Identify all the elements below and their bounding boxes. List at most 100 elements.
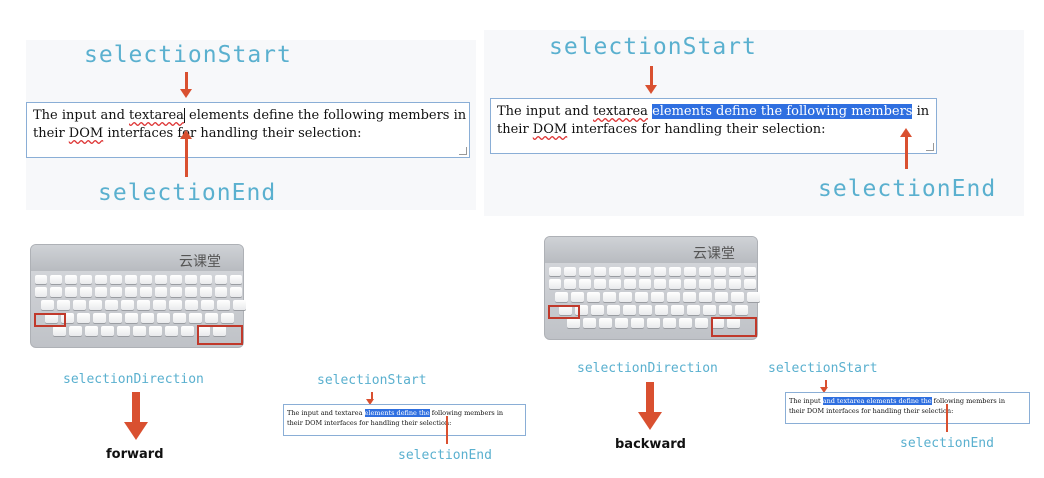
keyboard-key <box>35 287 47 297</box>
keyboard-key <box>41 300 54 310</box>
keyboard-key <box>579 267 591 276</box>
keyboard-key <box>639 279 651 289</box>
selection-end-small-label: selectionEnd <box>398 448 492 463</box>
keyboard-key <box>197 326 210 336</box>
shift-key-highlight-2 <box>548 305 580 319</box>
small-start-head-2 <box>820 387 828 393</box>
keyboard-key <box>607 305 620 315</box>
keyboard-key <box>109 313 122 323</box>
text-line2-after: interfaces for handling their selection: <box>103 126 362 141</box>
small-end-shaft-2 <box>946 404 948 432</box>
keyboard-key <box>189 313 202 323</box>
keyboard-key <box>624 279 636 289</box>
start-arrow-head <box>180 89 192 98</box>
keyboard-key <box>230 275 242 284</box>
direction-backward-value: backward <box>615 437 686 452</box>
fwd-line1-before: The input and <box>287 409 336 417</box>
keyboard-key <box>583 318 596 328</box>
keyboard-key <box>575 305 588 315</box>
text-word-dom-2: DOM <box>532 122 568 137</box>
keyboard-key <box>555 292 568 302</box>
keyboard-key <box>603 292 616 302</box>
keyboard-key <box>731 292 744 302</box>
keyboard-key <box>50 275 62 284</box>
keyboard-key <box>679 318 692 328</box>
textarea-range[interactable]: The input and textarea elements define t… <box>490 98 937 154</box>
keyboard-key <box>654 279 666 289</box>
bwd-after: following members in <box>931 397 1006 405</box>
selection-start-small-label: selectionStart <box>317 373 427 388</box>
keyboard-key <box>609 267 621 276</box>
keyboard-key <box>669 267 681 276</box>
keyboard-key <box>729 279 741 289</box>
keyboard-key <box>73 300 86 310</box>
keyboard-key <box>80 287 92 297</box>
keyboard-key <box>619 292 632 302</box>
keyboard-key <box>571 292 584 302</box>
keyboard-key <box>715 292 728 302</box>
keyboard-key <box>729 267 741 276</box>
text-word-textarea-2: textarea <box>593 104 648 119</box>
text-line1-before: The input and <box>33 108 130 123</box>
keyboard-key <box>133 326 146 336</box>
fwd-word: textarea <box>335 409 363 417</box>
end-arrow-head-2 <box>900 128 912 137</box>
keyboard-key <box>567 318 580 328</box>
keyboard-key <box>687 305 700 315</box>
keyboard-forward: 云课堂 <box>30 244 246 348</box>
shift-key-highlight <box>34 313 66 327</box>
keyboard-key <box>80 275 92 284</box>
brand-logo-2: 云课堂 <box>693 246 735 262</box>
fwd-line2-before: their <box>287 419 305 427</box>
keyboard-key <box>744 279 756 289</box>
resize-grip-2[interactable] <box>926 143 934 151</box>
keyboard-key <box>230 287 242 297</box>
keyboard-key <box>45 313 58 323</box>
keyboard-key <box>669 279 681 289</box>
keyboard-key <box>684 267 696 276</box>
small-start-shaft-2 <box>825 380 827 388</box>
bwd-line2-before: their <box>789 407 807 415</box>
keyboard-key <box>714 267 726 276</box>
keyboard-key <box>647 318 660 328</box>
keyboard-key <box>594 267 606 276</box>
small-start-shaft <box>371 392 373 400</box>
text-line2-before: their <box>33 126 69 141</box>
keyboard-key <box>684 279 696 289</box>
textarea-backward[interactable]: The input and textarea elements define t… <box>785 392 1030 424</box>
keyboard-key <box>53 326 66 336</box>
keyboard-key <box>65 275 77 284</box>
bwd-word-dom: DOM <box>806 407 825 415</box>
keyboard-key <box>683 292 696 302</box>
keyboard-key <box>93 313 106 323</box>
keyboard-key <box>110 275 122 284</box>
keyboard-key <box>671 305 684 315</box>
keyboard-key <box>155 275 167 284</box>
keyboard-key <box>591 305 604 315</box>
arrow-keys-highlight-2 <box>711 317 757 337</box>
selection-start-label: selectionStart <box>84 42 292 68</box>
end-arrow-shaft <box>185 139 188 177</box>
keyboard-key <box>615 318 628 328</box>
keyboard-key <box>635 292 648 302</box>
start-arrow-shaft <box>185 72 188 90</box>
keyboard-key <box>140 275 152 284</box>
keyboard-key <box>125 275 137 284</box>
small-end-shaft <box>446 416 448 444</box>
keyboard-key <box>594 279 606 289</box>
keyboard-key <box>735 305 748 315</box>
keyboard-key <box>213 326 226 336</box>
keyboard-key <box>125 287 137 297</box>
keyboard-key <box>579 279 591 289</box>
textarea-collapsed[interactable]: The input and textarea elements define t… <box>26 102 470 158</box>
fwd-line2-after: interfaces for handling their selection: <box>322 419 452 427</box>
selection-end-label: selectionEnd <box>98 180 277 206</box>
resize-grip[interactable] <box>459 147 467 155</box>
fwd-word-dom: DOM <box>304 419 323 427</box>
keyboard-key <box>173 313 186 323</box>
keyboard-key <box>215 287 227 297</box>
textarea-forward[interactable]: The input and textarea elements define t… <box>283 404 526 436</box>
keyboard-key <box>233 300 246 310</box>
keyboard-key <box>155 287 167 297</box>
keyboard-key <box>699 292 712 302</box>
